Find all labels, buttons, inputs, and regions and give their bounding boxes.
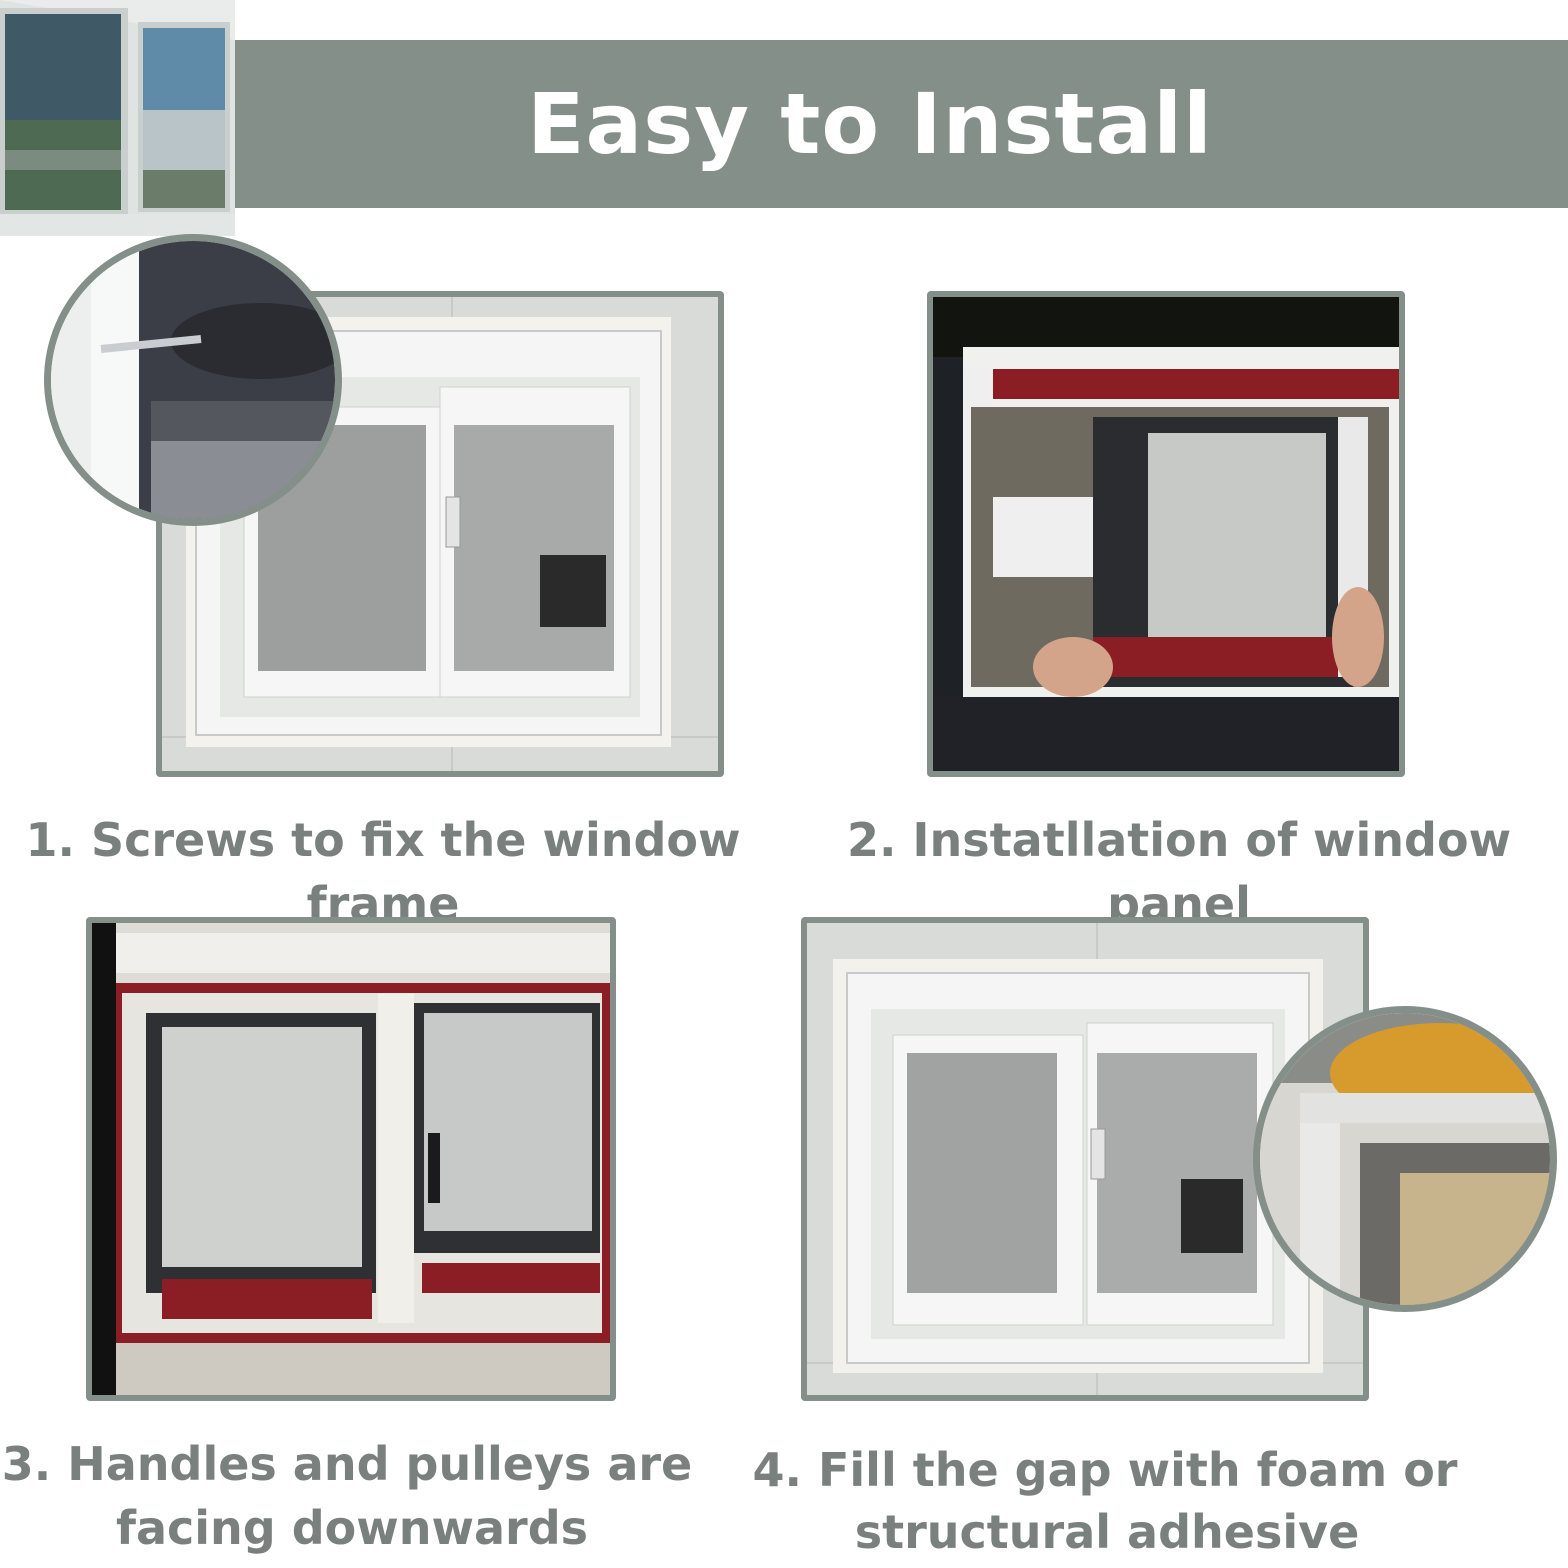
header-band [235, 40, 1568, 208]
step-4-caption-line-1: 4. Fill the gap with foam or [752, 1443, 1458, 1497]
header-window-thumbnail [0, 0, 235, 236]
adhesive-closeup-icon [1253, 1006, 1557, 1312]
step-3-photo [86, 917, 616, 1401]
step-1-photo [156, 291, 724, 777]
step-4-caption-line-2: structural adhesive [854, 1505, 1360, 1559]
drill-closeup-icon [44, 234, 342, 526]
step-1-caption: 1. Screws to fix the window frame [25, 813, 741, 931]
step-4-photo [801, 917, 1369, 1401]
step-2-photo [927, 291, 1405, 777]
page-title: Easy to Install [527, 75, 1213, 173]
step-3-caption-line-1: 3. Handles and pulleys are [1, 1437, 693, 1491]
step-2-caption: 2. Instatllation of window panel [846, 813, 1512, 931]
step-3-caption-line-2: facing downwards [115, 1501, 589, 1555]
